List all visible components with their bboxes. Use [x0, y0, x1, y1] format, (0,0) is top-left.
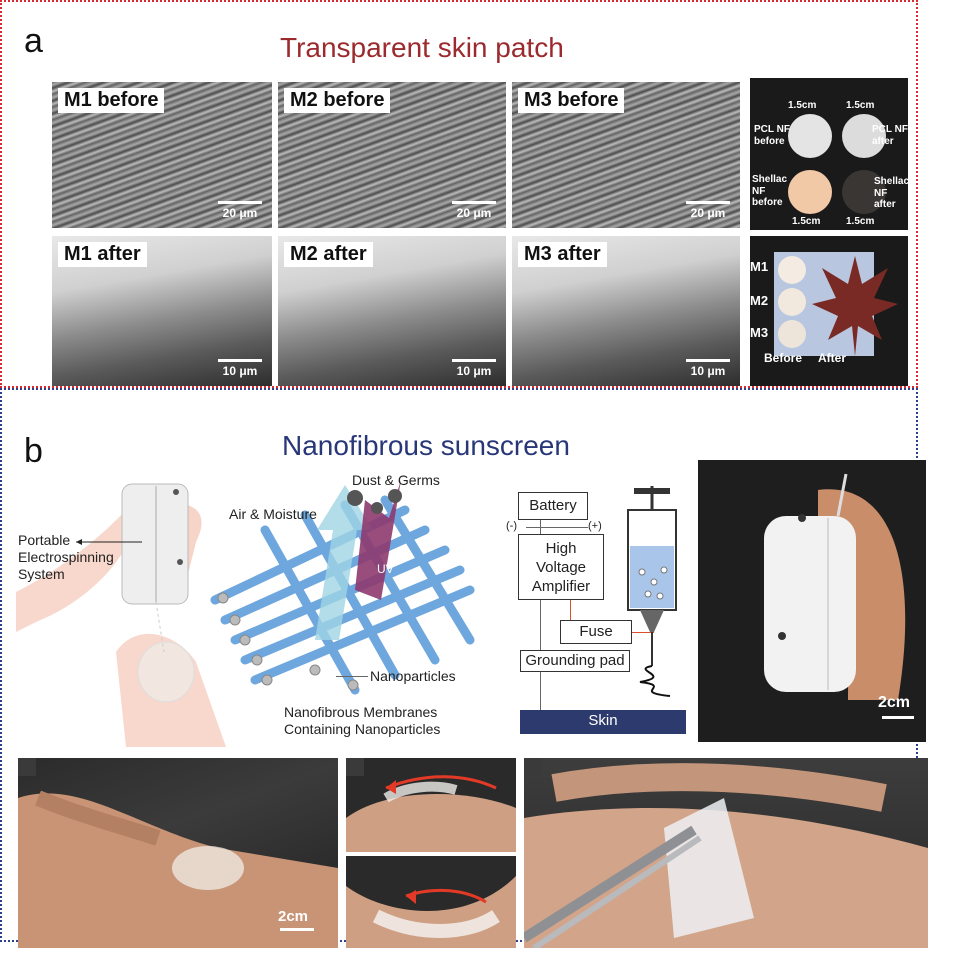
m3-label: M3: [750, 325, 769, 340]
sem-image-m3-before: M3 before 20 μm: [512, 82, 740, 228]
scale-bar: 20 μm: [452, 201, 496, 220]
circuit-wire: [570, 600, 571, 620]
hand-scale-label: 2cm: [278, 908, 309, 925]
corner-tag: [524, 758, 542, 776]
tweezer-peel-photo: [524, 758, 928, 948]
m1-label: M1: [750, 259, 769, 274]
panel-a-letter: a: [24, 22, 43, 60]
panel-a-title: Transparent skin patch: [280, 32, 564, 63]
maple-leaf-icon: [812, 256, 898, 356]
leader-line: [336, 676, 368, 677]
dimension-label: 1.5cm: [788, 100, 817, 111]
device-scale-label: 2cm: [878, 694, 911, 711]
scale-bar: [882, 716, 914, 719]
fuse-box: Fuse: [560, 620, 632, 644]
scale-bar: 20 μm: [686, 201, 730, 220]
minus-terminal: (-): [506, 520, 517, 532]
m2-disc: [778, 288, 806, 316]
sem-label: M2 after: [284, 242, 373, 267]
sem-image-m2-after: M2 after 10 μm: [278, 236, 506, 386]
skin-fold-illustration: [346, 876, 516, 948]
nanofiber-mesh-illustration: [210, 480, 475, 695]
dimension-label: 1.5cm: [846, 100, 875, 111]
hand-holding-device: [764, 473, 906, 700]
m2-label: M2: [750, 293, 769, 308]
after-label: After: [818, 351, 847, 365]
corner-tag: [18, 758, 36, 776]
sem-label: M1 before: [58, 88, 165, 113]
sem-image-m1-after: M1 after 10 μm: [52, 236, 272, 386]
panel-b-title: Nanofibrous sunscreen: [282, 430, 570, 461]
sem-label: M1 after: [58, 242, 147, 267]
skin-box: Skin: [520, 710, 686, 734]
pcl-after-disc: [842, 114, 886, 158]
uv-label: UV: [377, 562, 394, 576]
hand-illustration: [18, 790, 338, 948]
electrospinning-illustration: [16, 483, 226, 747]
dust-germs-label: Dust & Germs: [352, 472, 440, 488]
scale-bar: 10 μm: [218, 359, 262, 378]
nanoparticles-label: Nanoparticles: [370, 668, 456, 684]
sem-label: M3 before: [518, 88, 625, 113]
tweezer-illustration: [524, 763, 928, 948]
syringe-icon: [627, 486, 677, 697]
leaf-transparency-photo: M1 M2 M3 Before After: [750, 236, 908, 386]
scale-bar: 10 μm: [452, 359, 496, 378]
dimension-label: 1.5cm: [846, 216, 875, 227]
skin-fold-illustration: [346, 775, 516, 852]
corner-tag: [346, 758, 364, 776]
dimension-label: 1.5cm: [792, 216, 821, 227]
panel-b-letter: b: [24, 432, 43, 470]
circuit-wire: [526, 527, 588, 528]
scale-bar: 20 μm: [218, 201, 262, 220]
grounding-pad-box: Grounding pad: [520, 650, 630, 672]
flex-photo-bottom: [346, 856, 516, 948]
shellac-after-disc: [842, 170, 886, 214]
scale-bar: 10 μm: [686, 359, 730, 378]
plus-terminal: (+): [588, 520, 602, 532]
pcl-before-disc: [788, 114, 832, 158]
flex-photo-top: [346, 758, 516, 852]
sem-label: M2 before: [284, 88, 391, 113]
circuit-wire: [540, 520, 541, 710]
sem-image-m1-before: M1 before 20 μm: [52, 82, 272, 228]
battery-box: Battery: [518, 492, 588, 520]
hand-application-photo: 2cm: [18, 758, 338, 948]
air-moisture-label: Air & Moisture: [229, 506, 317, 522]
m1-disc: [778, 256, 806, 284]
scale-bar: [280, 928, 314, 931]
shellac-before-disc: [788, 170, 832, 214]
circuit-wire: [632, 632, 654, 633]
m3-disc: [778, 320, 806, 348]
sem-image-m3-after: M3 after 10 μm: [512, 236, 740, 386]
device-photo: 2cm: [698, 460, 926, 742]
sem-label: M3 after: [518, 242, 607, 267]
panel-a-frame: [0, 0, 918, 388]
before-label: Before: [764, 351, 803, 365]
sem-image-m2-before: M2 before 20 μm: [278, 82, 506, 228]
